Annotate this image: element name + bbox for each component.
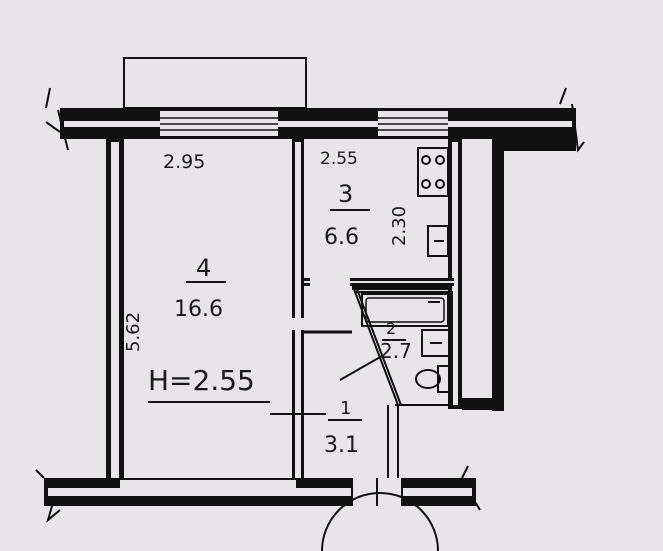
room3-number: 3	[338, 180, 353, 208]
room4-area: 16.6	[174, 297, 223, 322]
room3-area: 6.6	[324, 225, 359, 250]
room4-width-label: 2.95	[163, 151, 205, 173]
exterior-wall-bottom	[44, 478, 476, 506]
room2-number: 2	[386, 319, 396, 338]
break-symbols	[35, 87, 585, 523]
wall-room4-kitchen	[292, 139, 304, 483]
entrance-door-arc	[321, 492, 439, 551]
room1-area: 3.1	[324, 433, 359, 458]
exterior-wall-top	[60, 108, 576, 139]
kitchen-sink	[427, 225, 449, 257]
sink	[421, 329, 451, 357]
room4-length-label: 5.62	[123, 312, 144, 352]
kitchen-length-label: 2.30	[389, 206, 410, 246]
room1-number: 1	[340, 398, 351, 419]
ceiling-height-label: H=2.55	[148, 364, 255, 397]
room4-number: 4	[196, 254, 211, 282]
room2-area: 2.7	[380, 339, 412, 363]
corridor-divider-2	[339, 355, 383, 381]
kitchen-width-label: 2.55	[320, 149, 358, 169]
bathtub	[361, 293, 449, 327]
exterior-wall-left	[106, 139, 124, 484]
balcony	[123, 57, 307, 109]
stove	[417, 147, 449, 197]
stairwell-wall	[462, 139, 576, 411]
wall-kitchen-bottom	[304, 278, 454, 286]
toilet	[415, 365, 451, 393]
